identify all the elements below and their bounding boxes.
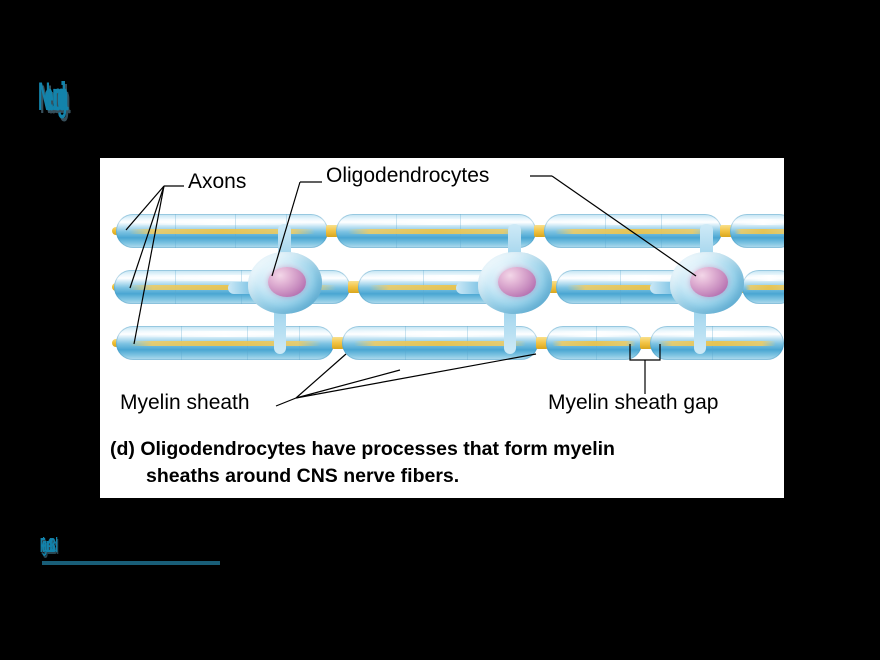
oligodendrocyte-process	[694, 304, 706, 354]
oligodendrocyte-soma	[670, 252, 744, 314]
figure-citation-shadow: Figure 11.3d	[41, 537, 59, 559]
figure-panel: Axons Oligodendrocytes Myelin sheath Mye…	[100, 158, 784, 498]
label-oligodendrocytes: Oligodendrocytes	[326, 164, 490, 187]
oligodendrocyte-process	[504, 304, 516, 354]
figure-citation-rule	[42, 561, 220, 565]
figure-citation-text: Figure 11.3d	[40, 535, 58, 557]
oligodendrocyte-nucleus	[498, 267, 536, 297]
myelin-sheath-gap-node	[534, 225, 546, 237]
myelin-segment	[336, 214, 536, 248]
axon-row-top	[100, 214, 784, 248]
oligodendrocyte-soma	[478, 252, 552, 314]
page-title: Neuroglia Neuroglia	[38, 74, 358, 126]
oligodendrocyte-nucleus	[268, 267, 306, 297]
myelin-sheath-gap-node	[536, 337, 548, 349]
figure-citation: Figure 11.3d Figure 11.3d	[40, 534, 340, 568]
myelin-sheath-gap-node	[720, 225, 732, 237]
label-axons: Axons	[188, 170, 247, 193]
oligodendrocyte-nucleus	[690, 267, 728, 297]
page-title-text: Neuroglia	[38, 75, 68, 119]
myelin-sheath-gap-node	[348, 281, 360, 293]
myelin-segment	[546, 326, 642, 360]
myelin-sheath-gap-node	[332, 337, 344, 349]
myelin-segment	[116, 326, 334, 360]
figure-caption: (d) Oligodendrocytes have processes that…	[110, 436, 774, 490]
figure-caption-line-1: (d) Oligodendrocytes have processes that…	[110, 438, 615, 460]
oligodendrocyte-process	[274, 304, 286, 354]
axon-row-bottom	[100, 326, 784, 360]
oligodendrocyte-soma	[248, 252, 322, 314]
myelin-segment	[742, 270, 784, 304]
label-myelin-sheath: Myelin sheath	[120, 391, 250, 414]
myelin-segment	[730, 214, 784, 248]
label-myelin-sheath-gap: Myelin sheath gap	[548, 391, 719, 414]
myelin-sheath-gap-node	[326, 225, 338, 237]
myelin-segment	[116, 214, 328, 248]
myelin-segment	[544, 214, 722, 248]
figure-caption-line-2: sheaths around CNS nerve fibers.	[146, 465, 460, 487]
myelin-segment	[650, 326, 784, 360]
